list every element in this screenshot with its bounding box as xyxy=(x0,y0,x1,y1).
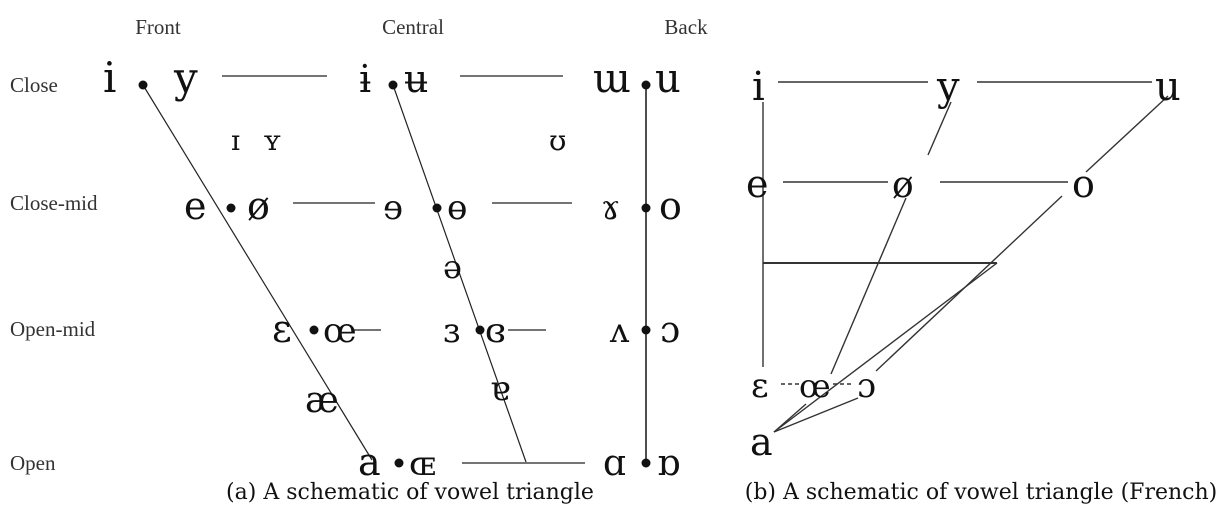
vowel-i: i xyxy=(103,53,116,102)
vowel-schwa: ə xyxy=(443,248,462,286)
row-label-open-mid: Open-mid xyxy=(10,317,96,341)
y-oe-slash-line xyxy=(927,101,952,156)
figure-a-vowel-chart: Front Central Back Close Close-mid Open-… xyxy=(10,15,708,484)
vowel-small-cap-y: ʏ xyxy=(263,124,281,157)
vowel-turned-m: ɯ xyxy=(593,56,631,102)
figure-b-french-vowel-chart: i y u e ø o ɛ œ ɔ a xyxy=(746,64,1181,464)
vowel-u: u xyxy=(655,56,681,102)
row-label-close-mid: Close-mid xyxy=(10,191,98,215)
central-diagonal-line xyxy=(392,84,527,463)
vowel-upsilon: ʊ xyxy=(549,124,566,157)
u-o-line xyxy=(1085,95,1169,173)
dot-open-back xyxy=(641,458,651,468)
dot-close-mid-front xyxy=(226,203,236,213)
vowel-reversed-e: ɘ xyxy=(383,188,403,228)
vowel-y: y xyxy=(173,53,198,102)
dot-close-mid-back xyxy=(641,203,651,213)
dot-close-central xyxy=(388,80,398,90)
oe-slash-oe-line xyxy=(830,197,907,375)
row-label-open: Open xyxy=(10,451,56,475)
vowel-o-french: o xyxy=(1072,162,1095,206)
row-label-close: Close xyxy=(10,73,58,97)
dot-open-front xyxy=(394,458,404,468)
dot-close-front xyxy=(138,80,148,90)
vowel-a: a xyxy=(358,440,381,484)
vowel-barred-u: ʉ xyxy=(404,57,428,101)
column-label-front: Front xyxy=(135,15,181,39)
vowel-barred-o: ɵ xyxy=(447,188,467,228)
vowel-reversed-open-e: ɜ xyxy=(443,311,460,351)
vowel-open-e: ɛ xyxy=(272,307,292,351)
vowel-y-french: y xyxy=(936,64,960,110)
vowel-open-o: ɔ xyxy=(660,310,680,351)
vowel-small-cap-i: ɪ xyxy=(231,124,240,157)
vowel-script-a: ɑ xyxy=(603,443,626,484)
vowel-e-french: e xyxy=(746,162,769,206)
dot-close-mid-central xyxy=(432,203,442,213)
chart-dots xyxy=(138,80,651,468)
vowel-oe-ligature-french: œ xyxy=(799,367,831,405)
dot-open-mid-central xyxy=(475,325,485,335)
column-label-central: Central xyxy=(382,15,444,39)
vowel-a-french: a xyxy=(750,420,773,464)
a-mid-line xyxy=(773,262,998,433)
a-open-o-line xyxy=(773,397,859,433)
dot-open-mid-front xyxy=(309,325,319,335)
chart-lines xyxy=(142,75,647,464)
vowel-barred-i: ɨ xyxy=(359,57,371,101)
vowel-ash: æ xyxy=(305,380,339,421)
vowel-open-e-french: ɛ xyxy=(751,366,769,406)
vowel-turned-script-a: ɒ xyxy=(657,443,680,484)
caption-figure-a: (a) A schematic of vowel triangle xyxy=(226,480,594,505)
vowel-ram-horns: ɤ xyxy=(601,188,620,228)
vowel-turned-v: ʌ xyxy=(609,311,630,351)
vowel-e: e xyxy=(184,184,207,228)
caption-figure-b: (b) A schematic of vowel triangle (Frenc… xyxy=(744,480,1218,505)
vowel-o-slash: ø xyxy=(247,184,270,228)
vowel-open-o-french: ɔ xyxy=(857,366,876,406)
vowel-u-french: u xyxy=(1155,64,1181,110)
vowel-closed-reversed-open-e: ɞ xyxy=(485,311,506,351)
front-diagonal-line xyxy=(142,84,373,461)
column-label-back: Back xyxy=(664,15,708,39)
vowel-small-cap-oe: ɶ xyxy=(409,444,436,484)
dot-open-mid-back xyxy=(641,325,651,335)
vowel-o-slash-french: ø xyxy=(892,165,914,206)
vowel-o: o xyxy=(659,184,682,228)
vowel-i-french: i xyxy=(752,64,765,110)
vowel-turned-a: ɐ xyxy=(490,369,510,409)
french-chart-lines xyxy=(762,81,1169,433)
dot-close-back xyxy=(641,80,651,90)
vowel-oe-ligature: œ xyxy=(323,311,357,351)
